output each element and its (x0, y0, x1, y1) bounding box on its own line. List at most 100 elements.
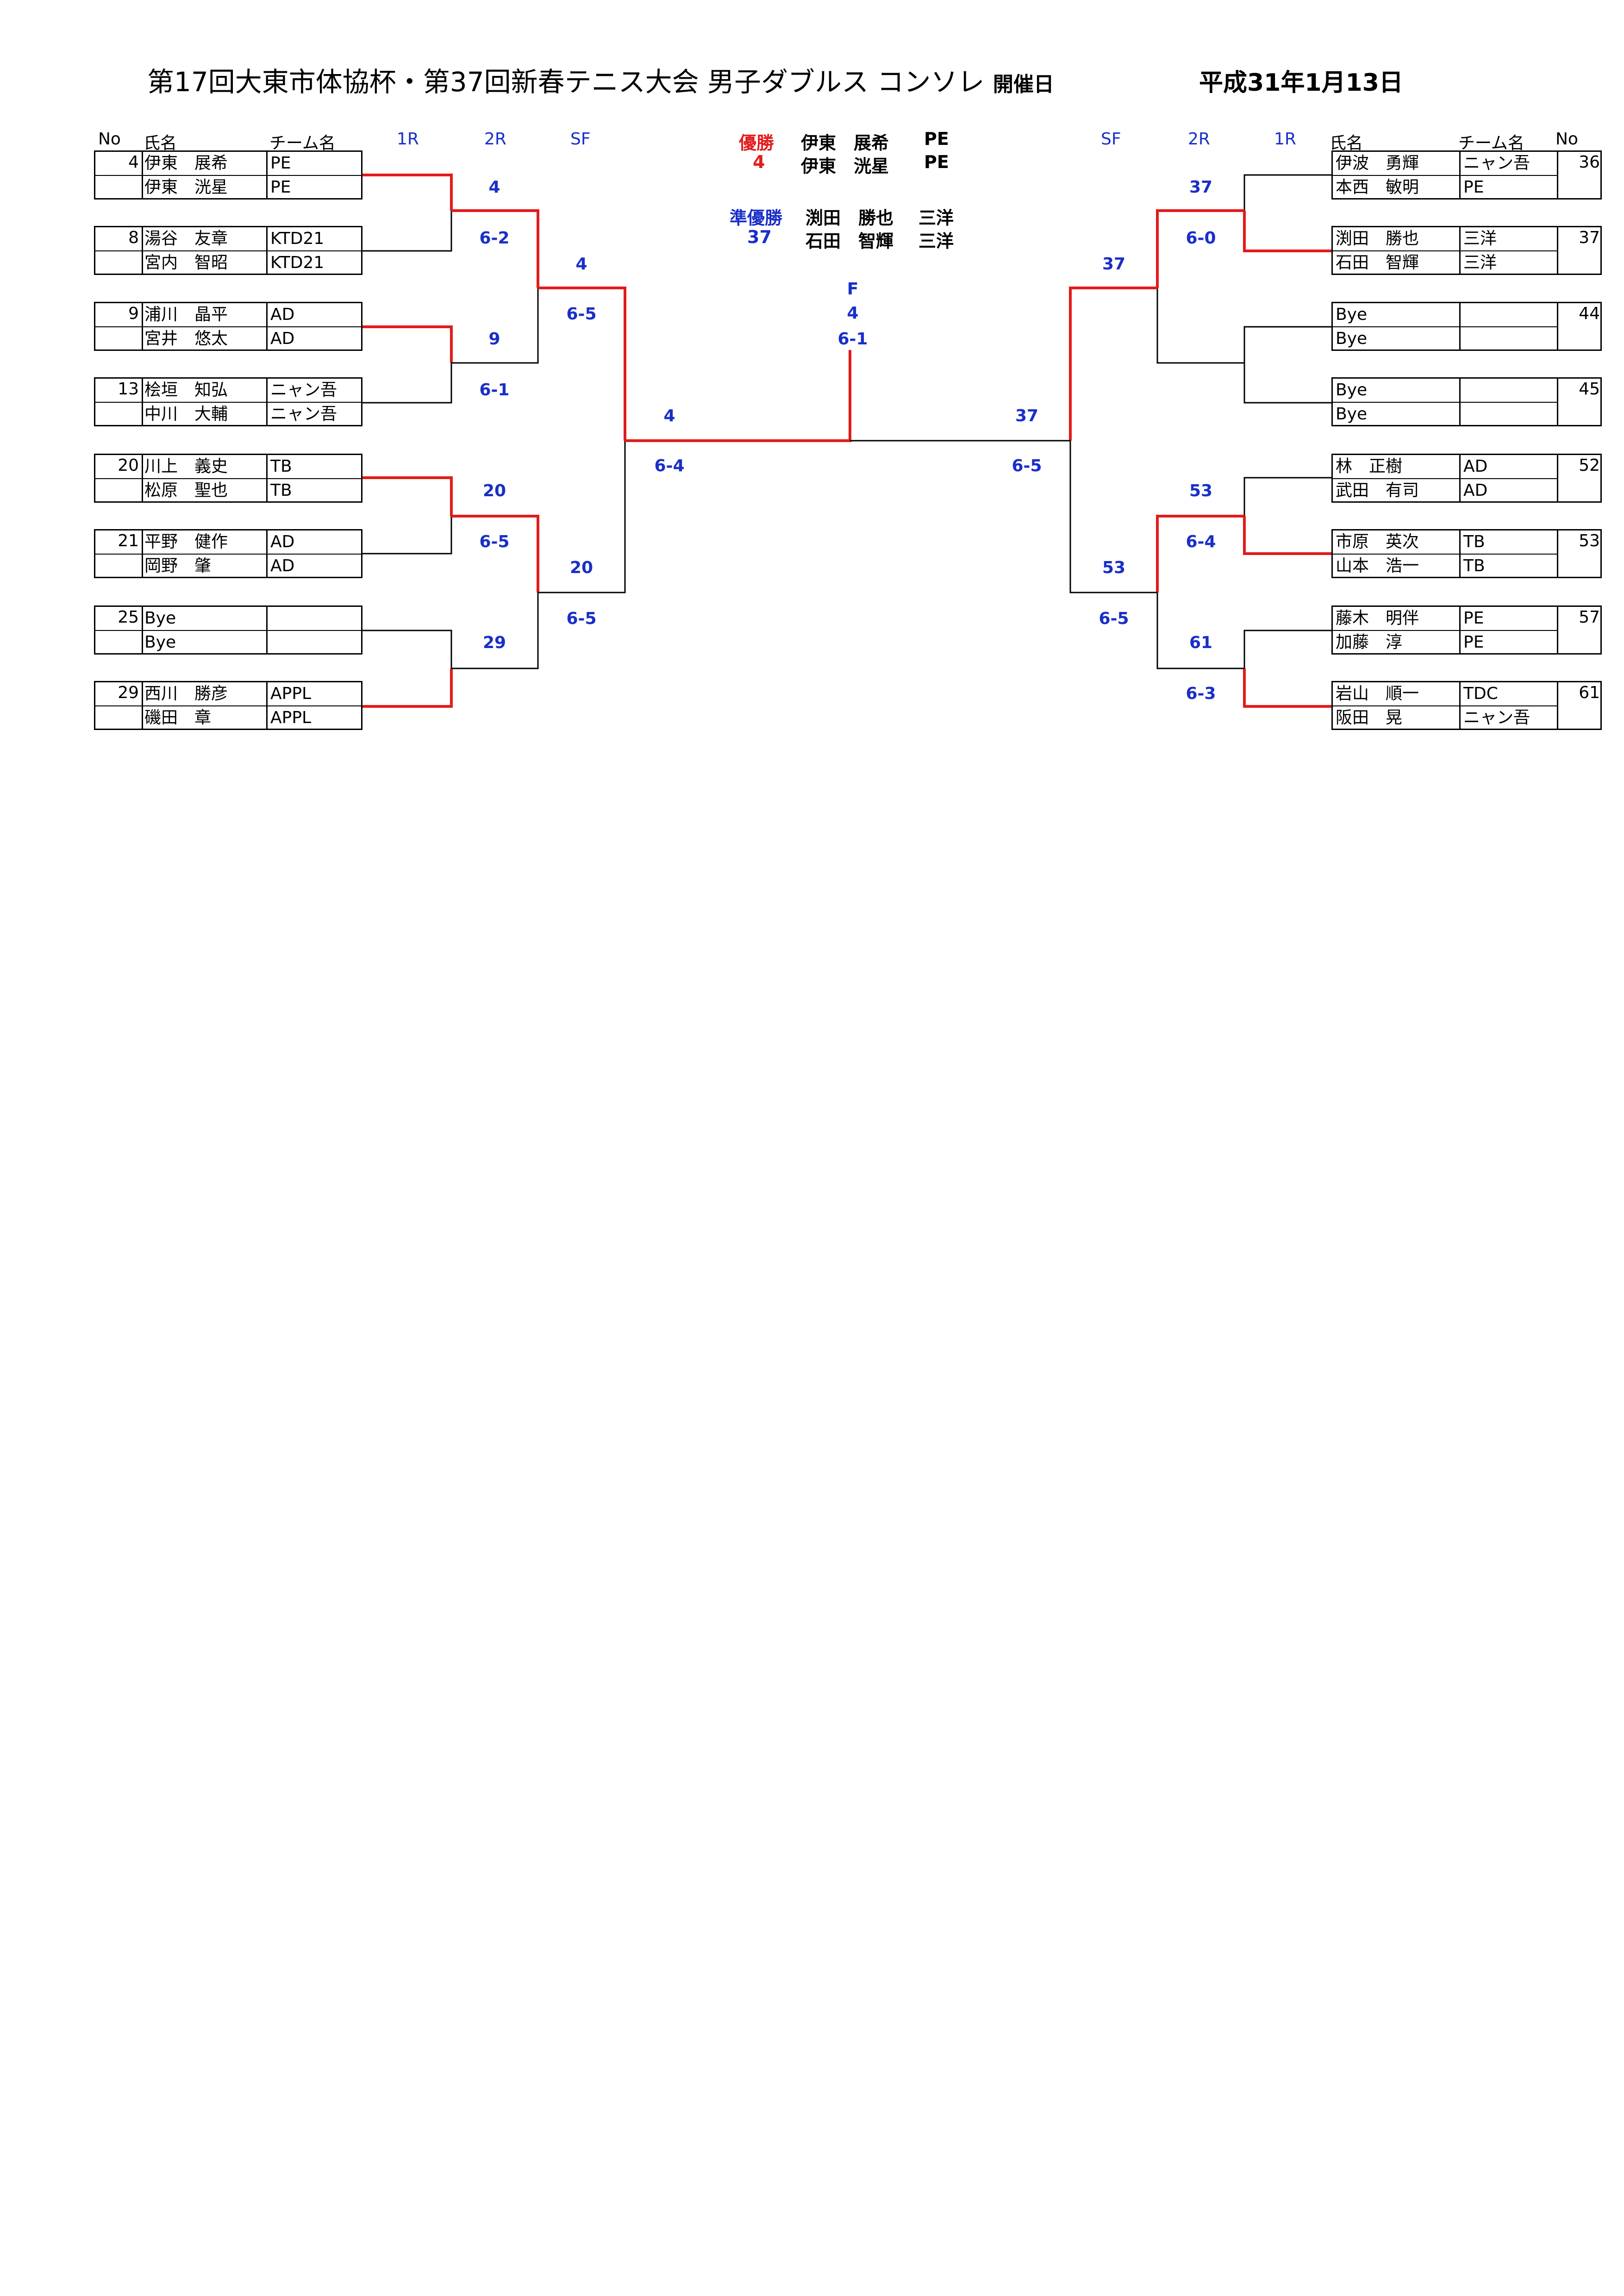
header-2r-right: 2R (1188, 130, 1210, 149)
entry-row: 中川 大輔ニャン吾 (95, 403, 361, 426)
left-r1-score-2: 6-2 (479, 229, 510, 248)
entry-row: Bye (1333, 303, 1557, 327)
team-name: KTD21 (270, 253, 325, 272)
entry-number: 57 (1579, 608, 1600, 627)
bracket-line (451, 593, 539, 669)
header-team-left: チーム名 (269, 134, 336, 153)
winner-player-2-team: PE (924, 152, 949, 172)
left-r2-score-2: 6-5 (566, 609, 597, 628)
entry-number-cell: 37 (1557, 227, 1605, 274)
player-name: 阪田 晃 (1333, 706, 1461, 730)
team-name: KTD21 (270, 229, 325, 248)
player-name: 岩山 順一 (1333, 682, 1461, 705)
entry-row: Bye (1333, 403, 1557, 426)
team-name: AD (270, 532, 295, 551)
final-label: F (847, 280, 859, 299)
header-name-left: 氏名 (144, 134, 177, 153)
winner-label: 優勝 (739, 133, 775, 153)
runner-up-player-1: 渕田 勝也 (806, 208, 894, 228)
player-name: Bye (1333, 379, 1461, 402)
team-name: ニャン吾 (270, 381, 337, 399)
entry-number: 29 (118, 683, 139, 702)
runner-up-seed: 37 (747, 227, 772, 247)
player-name: 武田 有司 (1333, 479, 1461, 502)
team-name: PE (270, 178, 291, 197)
player-name: Bye (142, 631, 268, 654)
bracket-line (362, 476, 453, 516)
player-name: 加藤 淳 (1333, 631, 1461, 654)
winner-player-1: 伊東 展希 (801, 133, 889, 153)
team-name: AD (270, 556, 295, 575)
player-name: 伊東 展希 (142, 152, 268, 175)
left-r2-score-1: 6-5 (566, 305, 597, 324)
runner-up-player-1-team: 三洋 (918, 208, 954, 228)
right-r2-winner-2: 53 (1102, 558, 1126, 577)
entry-number-cell: 36 (1557, 152, 1605, 198)
bracket-line (1069, 441, 1157, 593)
bracket-line (362, 211, 452, 252)
player-name: 伊波 勇輝 (1333, 152, 1461, 175)
player-name: 中川 大輔 (142, 403, 268, 426)
right-r2-winner-1: 37 (1102, 255, 1126, 274)
entry-row: 伊波 勇輝ニャン吾 (1333, 152, 1557, 176)
right-r1-winner-1: 37 (1189, 178, 1213, 197)
bracket-line (1243, 630, 1331, 668)
bracket-line (1243, 516, 1331, 555)
right-r1-score-2: 6-4 (1186, 532, 1216, 551)
entry-number: 13 (118, 380, 139, 399)
header-1r-left: 1R (397, 130, 419, 149)
left-sf-score: 6-4 (654, 456, 685, 475)
player-name: 山本 浩一 (1333, 555, 1461, 578)
bracket-line (1243, 326, 1331, 363)
entry-number-cell: 45 (1557, 379, 1605, 425)
final-winner: 4 (847, 304, 859, 323)
team-name: TDC (1463, 684, 1498, 703)
bracket-line (362, 174, 453, 211)
runner-up-player-2: 石田 智輝 (806, 231, 894, 251)
bracket-line (1243, 174, 1331, 211)
player-name: 浦川 晶平 (142, 303, 268, 326)
tournament-date: 平成31年1月13日 (1199, 69, 1403, 97)
left-r2-winner-1: 4 (575, 255, 587, 274)
header-no-left: No (98, 130, 121, 149)
entry-row: Bye (95, 631, 361, 654)
right-r1-score-1: 6-0 (1186, 229, 1216, 248)
player-name: 藤木 明伴 (1333, 607, 1461, 630)
player-name: 岡野 肇 (142, 555, 268, 578)
player-name: 市原 英次 (1333, 530, 1461, 554)
bracket-line (1243, 363, 1331, 404)
bracket-line (362, 516, 452, 555)
entry-number: 36 (1579, 153, 1600, 172)
player-name: 西川 勝彦 (142, 682, 268, 705)
bracket-line (1069, 287, 1157, 441)
final-score: 6-1 (837, 330, 868, 349)
bracket-line (1156, 288, 1244, 364)
team-name: APPL (270, 708, 312, 727)
player-name: 伊東 洸星 (142, 176, 268, 199)
player-name: 石田 智輝 (1333, 251, 1461, 275)
bracket-line (451, 288, 539, 364)
header-2r-left: 2R (484, 130, 506, 149)
bracket-line (1156, 209, 1244, 288)
player-name: 本西 敏明 (1333, 176, 1461, 199)
left-r1-score-3: 6-1 (479, 381, 510, 399)
header-team-right: チーム名 (1458, 134, 1524, 153)
entry-row: Bye (95, 607, 361, 631)
player-name: 磯田 章 (142, 706, 268, 730)
entry-number: 45 (1579, 380, 1600, 399)
team-name: TB (1463, 532, 1485, 551)
